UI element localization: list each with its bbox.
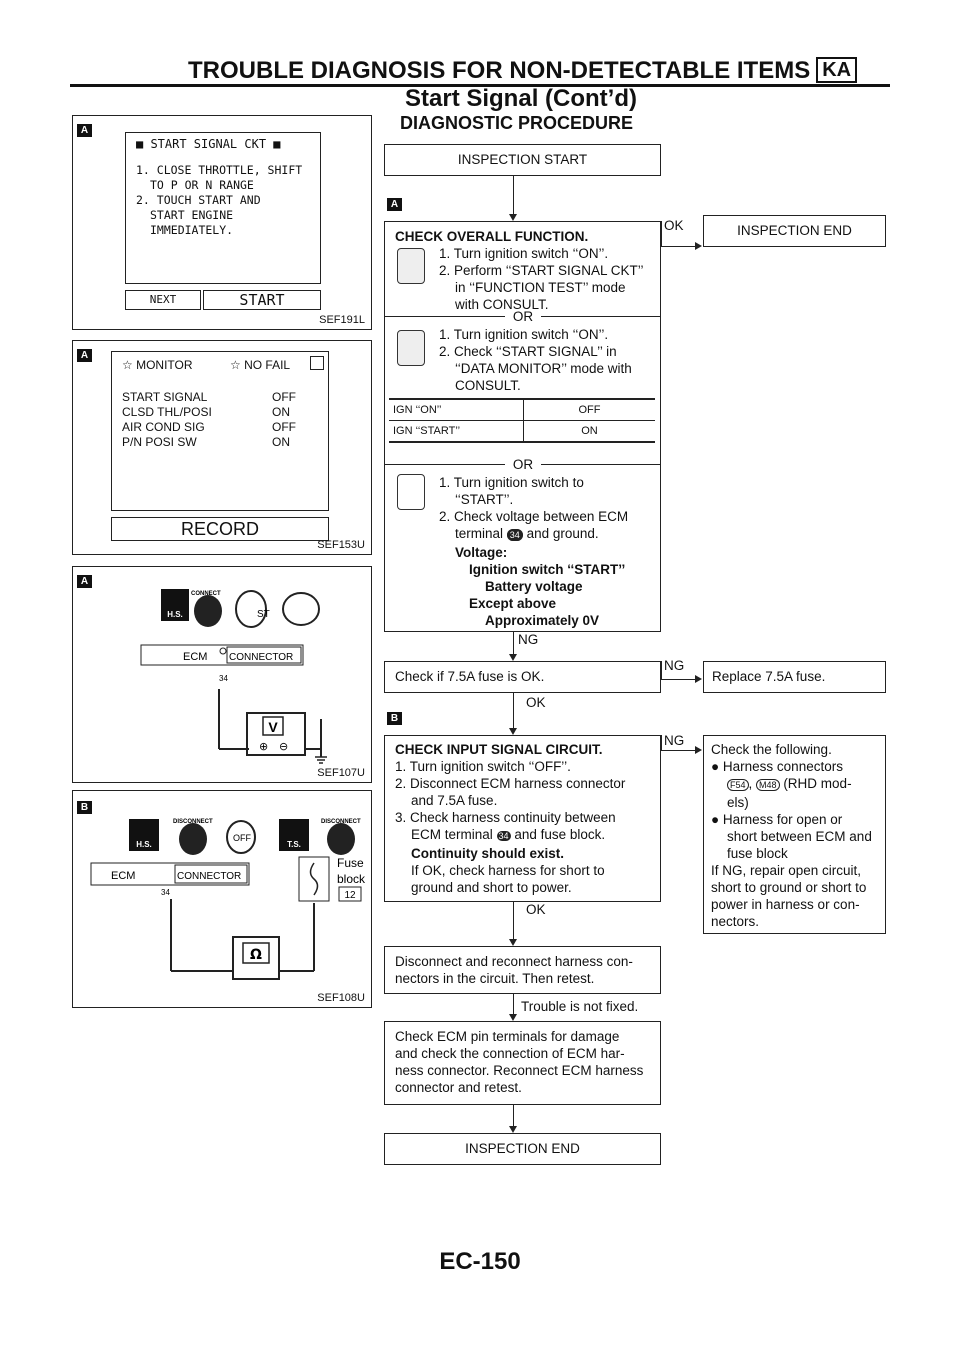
figure-id: SEF153U [317, 539, 365, 551]
page-number: EC-150 [439, 1248, 521, 1275]
check-pins-box: Check ECM pin terminals for damage and c… [384, 1021, 661, 1105]
screen-title: ■ START SIGNAL CKT ■ [136, 137, 281, 151]
inspection-start-box: INSPECTION START [384, 144, 661, 176]
connector-m48: M48 [756, 779, 780, 791]
next-button[interactable]: NEXT [125, 290, 201, 310]
tag-a: A [77, 349, 92, 362]
header-badge: KA [816, 57, 858, 83]
screen-instructions: 1. CLOSE THROTTLE, SHIFT TO P OR N RANGE… [136, 163, 303, 237]
voltage-diagram: H.S. CONNECT ST ECM CONNECTOR 34 V ⊕ ⊖ [140, 589, 327, 764]
ok-label: OK [526, 902, 546, 917]
tag-a: A [77, 124, 92, 137]
ng-label: NG [664, 658, 685, 673]
hs-label: H.S. [167, 610, 183, 619]
consult-icon [397, 248, 425, 284]
connector-line [513, 176, 514, 216]
ng-label: NG [518, 632, 539, 647]
disconnect-label-2: DISCONNECT [321, 819, 361, 825]
header-rule [70, 84, 890, 87]
key-icon [235, 590, 267, 628]
replace-fuse-box: Replace 7.5A fuse. [703, 661, 886, 693]
tag-b: B [77, 801, 92, 814]
arrow-right [695, 242, 702, 250]
ts-label: T.S. [287, 840, 301, 849]
figure-continuity-check: B H.S. DISCONNECT OFF T.S. DISCONNECT EC… [72, 790, 372, 1008]
meter-minus: ⊖ [279, 740, 288, 753]
input-content: CHECK INPUT SIGNAL CIRCUIT. 1. Turn igni… [395, 742, 626, 895]
connector-icon [194, 595, 222, 627]
tag-a: A [387, 198, 402, 211]
ng-label: NG [664, 733, 685, 748]
st-label: ST [257, 609, 270, 620]
overall-title: CHECK OVERALL FUNCTION. [395, 229, 589, 244]
tag-b: B [387, 712, 402, 725]
check-input-signal-box: CHECK INPUT SIGNAL CIRCUIT. 1. Turn igni… [384, 735, 661, 902]
disconnect-label: DISCONNECT [173, 819, 213, 825]
fuse-number: 12 [344, 890, 356, 901]
section-title: DIAGNOSTIC PROCEDURE [400, 113, 634, 133]
connector-label: CONNECTOR [177, 871, 241, 882]
fuse-label-2: block [337, 872, 366, 886]
figure-id: SEF107U [317, 767, 365, 779]
meter-v-label: V [268, 719, 278, 735]
fuse-check-box: Check if 7.5A fuse is OK. [384, 661, 661, 693]
terminal-symbol: 34 [496, 831, 511, 841]
checkbox-icon [310, 356, 324, 370]
arrow-down [509, 214, 517, 221]
inspection-end-box-2: INSPECTION END [384, 1133, 661, 1165]
ok-label: OK [526, 695, 546, 710]
check-overall-function-box: CHECK OVERALL FUNCTION. 1. Turn ignition… [384, 221, 661, 632]
check-following-box: Check the following. ● Harness connector… [703, 735, 886, 934]
ign-table: IGN ‘‘ON’’ OFF IGN ‘‘START’’ ON [389, 398, 655, 443]
reconnect-box: Disconnect and reconnect harness con- ne… [384, 946, 661, 994]
tag-a: A [77, 575, 92, 588]
figure-id: SEF191L [319, 314, 365, 326]
consult-screen: ■ START SIGNAL CKT ■ 1. CLOSE THROTTLE, … [125, 132, 321, 284]
terminal-symbol: 34 [506, 529, 523, 541]
or-label: OR [512, 457, 534, 472]
overall-method-1: 1. Turn ignition switch ‘‘ON’’. 2. Perfo… [439, 246, 644, 312]
header-subtitle: Start Signal (Cont’d) [405, 85, 637, 112]
pin-label: 34 [219, 674, 228, 683]
off-label: OFF [233, 833, 251, 843]
ecm-label: ECM [111, 870, 135, 882]
meter-ohm-label: Ω [250, 947, 262, 963]
pin-label: 34 [161, 888, 170, 897]
header-title: TROUBLE DIAGNOSIS FOR NON-DETECTABLE ITE… [188, 57, 811, 84]
record-button[interactable]: RECORD [111, 517, 329, 541]
tester-icon [397, 474, 425, 510]
overall-method-2: 1. Turn ignition switch ‘‘ON’’. 2. Check… [439, 327, 632, 393]
connector-label: CONNECTOR [229, 652, 293, 663]
figure-start-signal-ckt: A ■ START SIGNAL CKT ■ 1. CLOSE THROTTLE… [72, 115, 372, 330]
start-button[interactable]: START [203, 290, 321, 310]
continuity-diagram: H.S. DISCONNECT OFF T.S. DISCONNECT ECM … [90, 819, 366, 980]
ok-label: OK [664, 218, 684, 233]
table-row: IGN ‘‘START’’ ON [389, 421, 655, 443]
connector-f54: F54 [727, 779, 749, 791]
consult-icon [397, 330, 425, 366]
not-fixed-label: Trouble is not fixed. [521, 999, 639, 1014]
overall-method-3: 1. Turn ignition switch to ‘‘START’’. 2.… [439, 475, 629, 628]
hs-label: H.S. [136, 840, 152, 849]
monitor-header-right: ☆ NO FAIL [230, 358, 291, 372]
figure-id: SEF108U [317, 992, 365, 1004]
connect-label: CONNECT [191, 591, 221, 597]
meter-plus: ⊕ [259, 740, 268, 753]
table-row: IGN ‘‘ON’’ OFF [389, 400, 655, 421]
figure-voltage-check: A H.S. CONNECT ST ECM CONNECTOR 34 V ⊕ ⊖… [72, 566, 372, 783]
monitor-header-left: ☆ MONITOR [122, 358, 193, 372]
or-label: OR [512, 309, 534, 324]
page-header: TROUBLE DIAGNOSIS FOR NON-DETECTABLE ITE… [188, 57, 858, 85]
ecm-label: ECM [183, 651, 207, 663]
fuse-label-1: Fuse [337, 856, 364, 870]
engine-icon [282, 592, 320, 626]
inspection-end-box: INSPECTION END [703, 215, 886, 247]
